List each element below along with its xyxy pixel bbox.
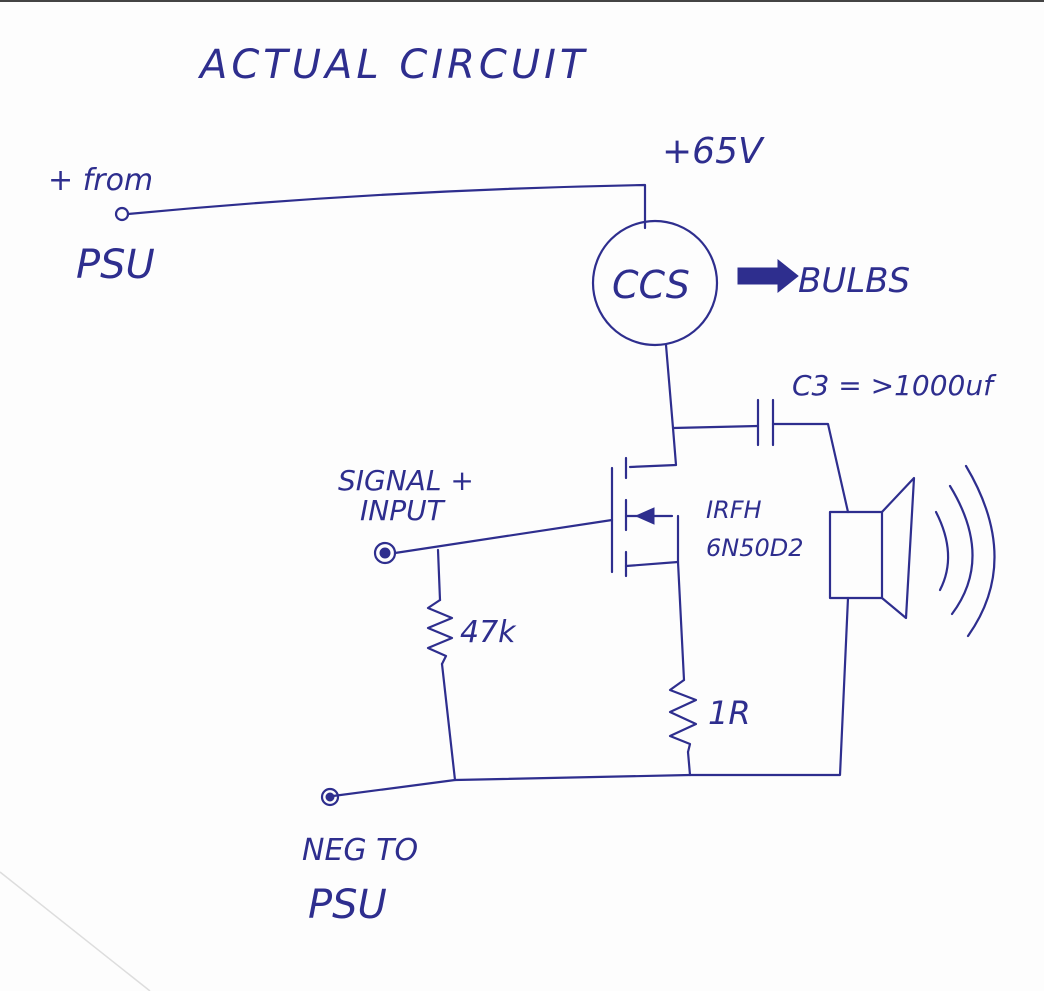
paper-fold-line	[0, 871, 151, 992]
wire-capacitor-to-speaker	[771, 422, 850, 514]
resistor-1r-label: 1R	[708, 694, 751, 732]
signal-input-terminal-core	[379, 547, 391, 559]
wire-1r-to-ground	[686, 750, 692, 777]
capacitor-label: C3 = >1000uf	[792, 369, 997, 402]
psu-plus-label-line2: PSU	[76, 242, 155, 288]
sound-wave-2	[948, 484, 974, 616]
neg-terminal-core	[325, 792, 335, 802]
bulbs-label: BULBS	[798, 261, 910, 301]
resistor-47k	[426, 598, 454, 666]
neg-terminal	[320, 787, 340, 807]
ground-rail	[331, 773, 692, 798]
speaker-cone	[880, 476, 916, 620]
resistor-1r	[668, 678, 698, 754]
mosfet-label-line1: IRFH	[706, 496, 762, 524]
wire-source-to-1r	[676, 560, 686, 682]
signal-label-line1: SIGNAL +	[338, 464, 474, 497]
speaker-magnet	[828, 510, 884, 600]
wire-to-47k	[436, 548, 442, 602]
wire-47k-to-ground	[440, 662, 457, 782]
psu-plus-label-line1: + from	[48, 163, 153, 198]
wire-ccs-to-drain	[628, 343, 678, 469]
voltage-label: +65V	[662, 131, 765, 172]
sound-wave-3	[964, 464, 996, 638]
neg-label-line2: PSU	[308, 882, 387, 928]
arrow-to-bulbs	[737, 258, 799, 294]
wire-psu-to-ccs	[126, 183, 647, 230]
signal-label-line2: INPUT	[360, 494, 446, 527]
neg-label-line1: NEG TO	[302, 833, 418, 868]
wire-drain-to-capacitor	[671, 424, 760, 430]
mosfet-symbol	[610, 456, 680, 578]
wire-signal-to-gate	[393, 518, 614, 555]
resistor-47k-label: 47k	[460, 615, 517, 650]
ccs-symbol	[591, 219, 719, 347]
diagram-title: ACTUAL CIRCUIT	[197, 42, 588, 88]
sound-wave-1	[934, 510, 950, 592]
psu-plus-terminal	[114, 206, 130, 222]
wire-speaker-to-ground	[688, 596, 850, 777]
ccs-label: CCS	[612, 263, 690, 307]
mosfet-label-line2: 6N50D2	[706, 534, 804, 562]
